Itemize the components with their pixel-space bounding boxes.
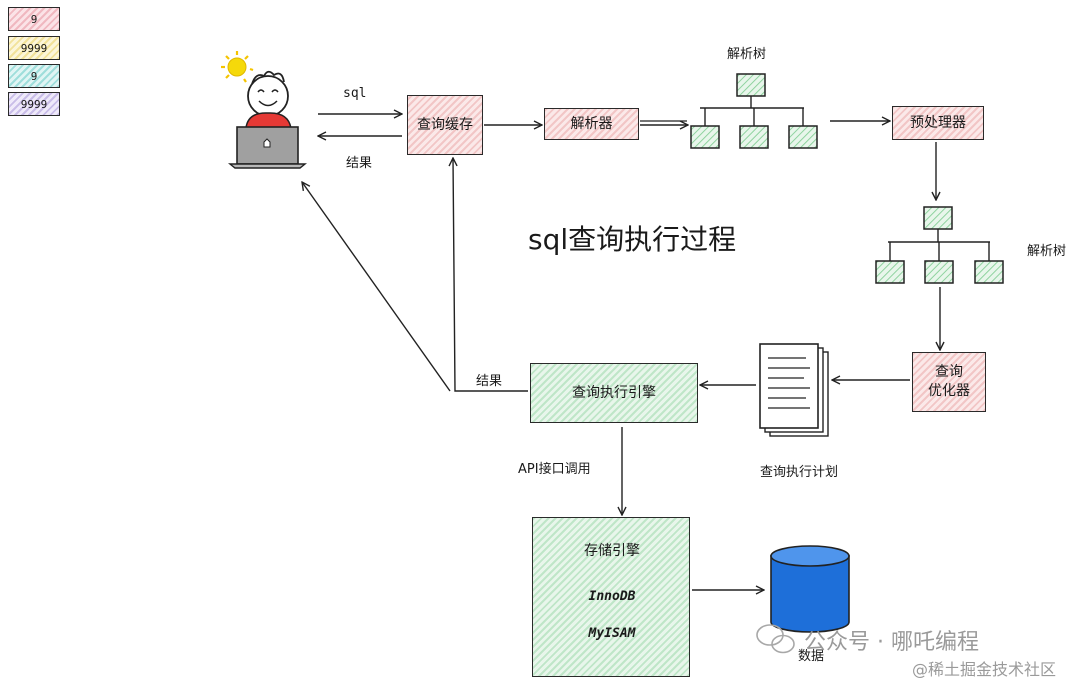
label-parse-tree-2: 解析树 xyxy=(1027,244,1067,259)
sun-icon xyxy=(221,51,254,83)
user-icon xyxy=(221,51,307,169)
storage-engine-label: 存储引擎 xyxy=(584,543,640,559)
edge-label-result-bottom: 结果 xyxy=(476,374,503,389)
node-query-cache: 查询缓存 xyxy=(407,95,483,155)
wechat-icon xyxy=(756,624,795,654)
node-executor: 查询执行引擎 xyxy=(530,363,698,423)
node-optimizer: 查询 优化器 xyxy=(912,352,986,412)
parse-tree-2 xyxy=(875,206,1004,284)
diagram-title: sql查询执行过程 xyxy=(528,223,737,256)
optimizer-line-1: 查询 xyxy=(935,364,963,381)
legend-swatch-yellow: 9999 xyxy=(8,36,60,60)
legend-swatch-purple: 9999 xyxy=(8,92,60,116)
optimizer-line-2: 优化器 xyxy=(928,383,970,399)
edge-label-api-text: API接口调用 xyxy=(518,462,591,477)
node-preprocessor: 预处理器 xyxy=(892,106,984,140)
node-parser: 解析器 xyxy=(544,108,639,140)
watermark-wechat: 公众号 · 哪吒编程 xyxy=(804,630,979,655)
storage-engine-myisam: MyISAM xyxy=(588,626,636,641)
label-parse-tree-1: 解析树 xyxy=(727,47,767,62)
database-icon xyxy=(770,545,850,633)
edge-label-api: API接口调用 xyxy=(518,458,591,477)
label-execution-plan: 查询执行计划 xyxy=(760,465,839,480)
legend-swatch-pink: 9 xyxy=(8,7,60,31)
storage-engine-innodb: InnoDB xyxy=(588,589,636,604)
watermark-juejin: @稀土掘金技术社区 xyxy=(912,660,1057,679)
legend-swatch-teal: 9 xyxy=(8,64,60,88)
edge-label-result-top: 结果 xyxy=(346,156,373,171)
document-stack-icon xyxy=(759,343,829,437)
label-data: 数据 xyxy=(798,649,825,664)
edge-label-sql: sql xyxy=(343,86,367,101)
node-storage-engine: 存储引擎 InnoDB MyISAM xyxy=(532,517,690,677)
parse-tree-1 xyxy=(690,73,818,149)
